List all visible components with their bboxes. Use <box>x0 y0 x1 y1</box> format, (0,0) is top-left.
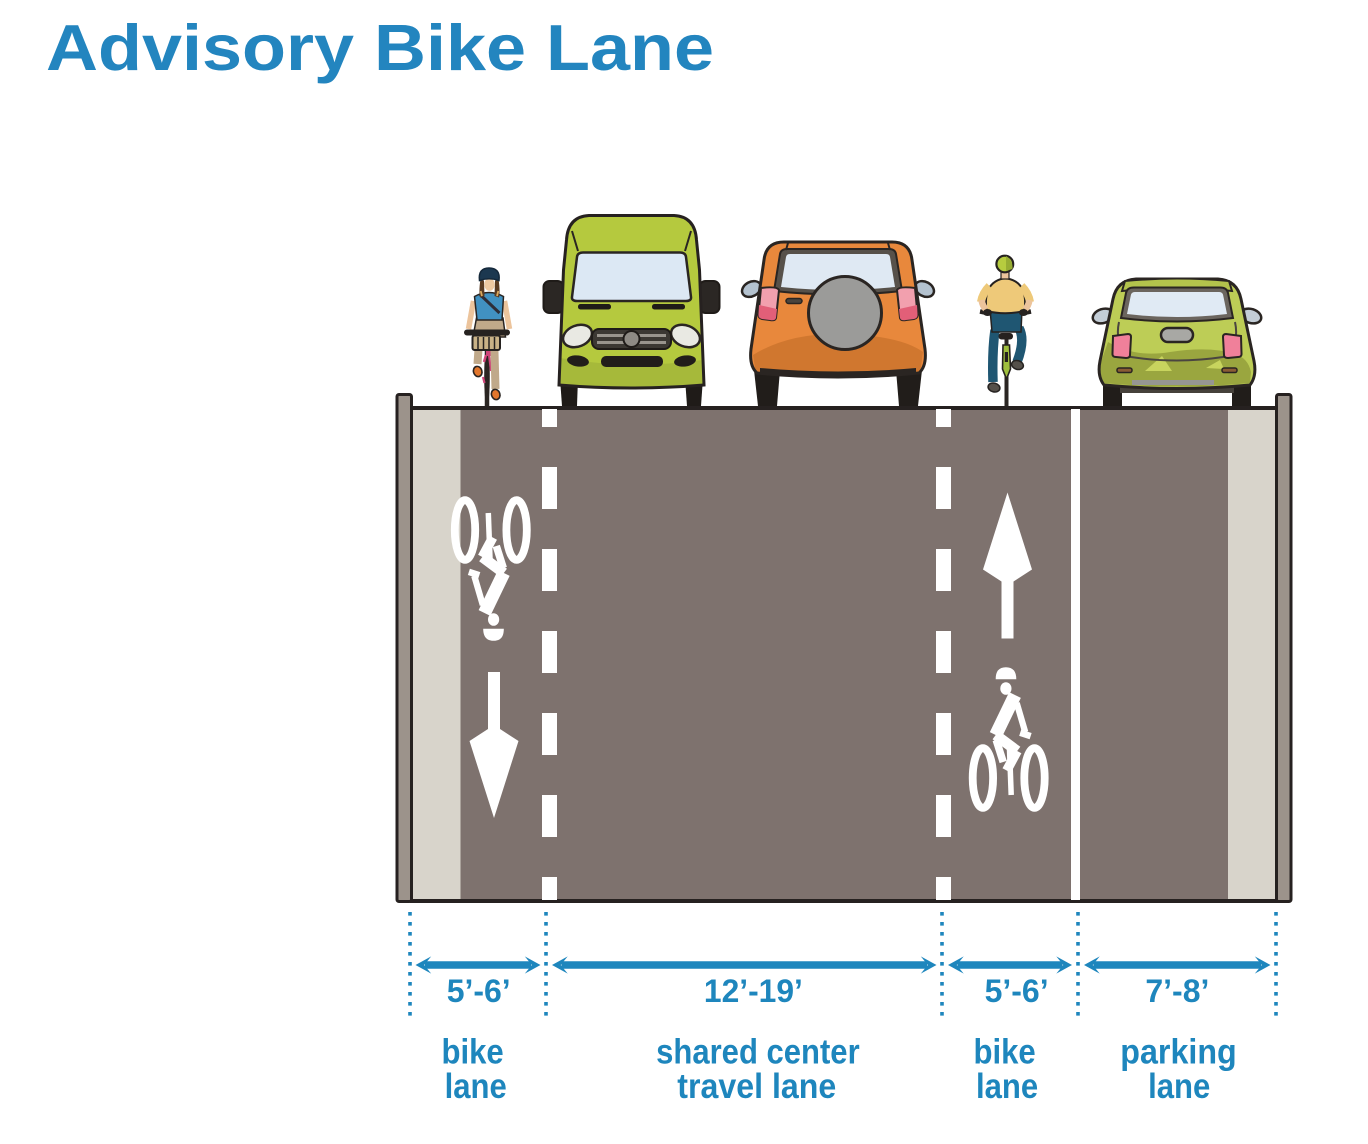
svg-text:Advisory Bike Lane: Advisory Bike Lane <box>46 11 714 84</box>
svg-text:5’-6’: 5’-6’ <box>985 973 1049 1009</box>
svg-text:bike: bike <box>441 1033 503 1072</box>
svg-text:5’-6’: 5’-6’ <box>447 973 511 1009</box>
svg-text:lane: lane <box>1148 1067 1210 1106</box>
svg-text:shared center: shared center <box>656 1033 860 1072</box>
svg-text:travel lane: travel lane <box>677 1067 836 1106</box>
svg-text:lane: lane <box>976 1067 1038 1106</box>
svg-text:12’-19’: 12’-19’ <box>704 973 803 1009</box>
svg-text:parking: parking <box>1120 1033 1236 1072</box>
svg-text:bike: bike <box>973 1033 1035 1072</box>
svg-text:lane: lane <box>445 1067 507 1106</box>
svg-text:7’-8’: 7’-8’ <box>1145 973 1209 1009</box>
